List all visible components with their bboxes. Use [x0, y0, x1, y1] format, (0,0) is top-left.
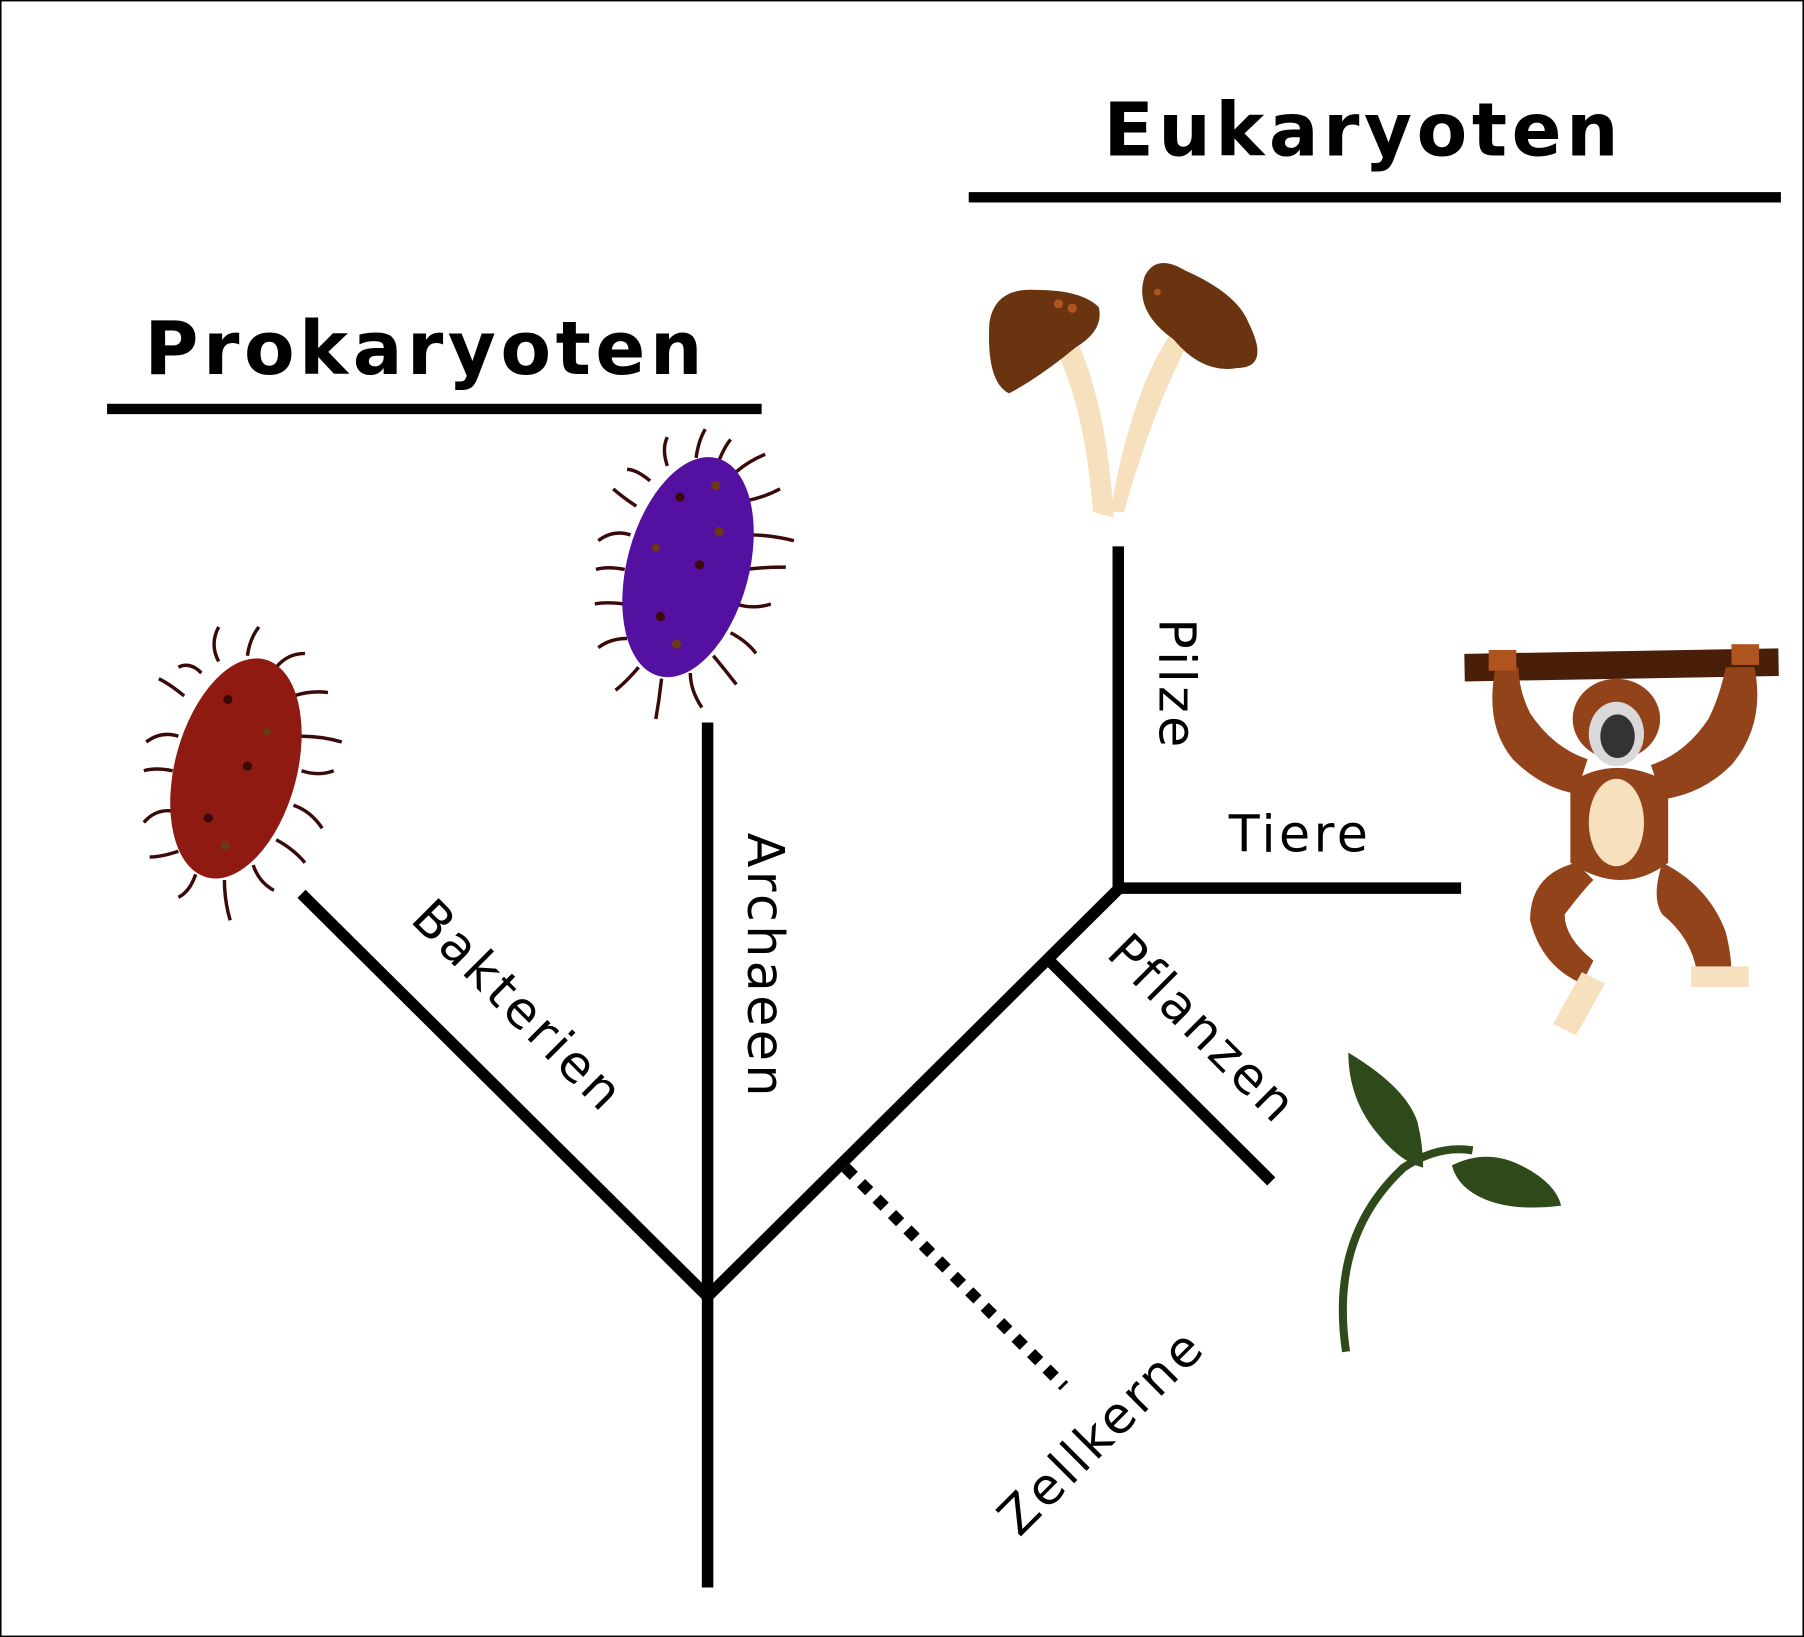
archaea-label: Archaeen	[736, 833, 795, 1100]
fungi-label: Pilze	[1148, 618, 1207, 751]
mushroom-illustration	[988, 262, 1258, 518]
tree-branches	[297, 546, 1462, 1588]
bacteria-illustration	[142, 625, 343, 921]
eukaryotes-title: Eukaryoten	[1103, 88, 1623, 173]
animals-label: Tiere	[1228, 804, 1372, 863]
archaea-illustration	[594, 428, 795, 720]
eukaryote-branch	[700, 881, 1126, 1305]
bacteria-branch	[297, 889, 716, 1305]
plant-illustration	[1338, 1052, 1562, 1353]
plants-branch	[1045, 956, 1276, 1186]
nucleus-dotted-branch	[841, 1163, 1069, 1391]
prokaryotes-title: Prokaryoten	[145, 307, 707, 392]
monkey-illustration	[1464, 644, 1779, 1036]
eukaryotes-underline	[968, 192, 1781, 203]
prokaryotes-underline	[107, 403, 762, 415]
